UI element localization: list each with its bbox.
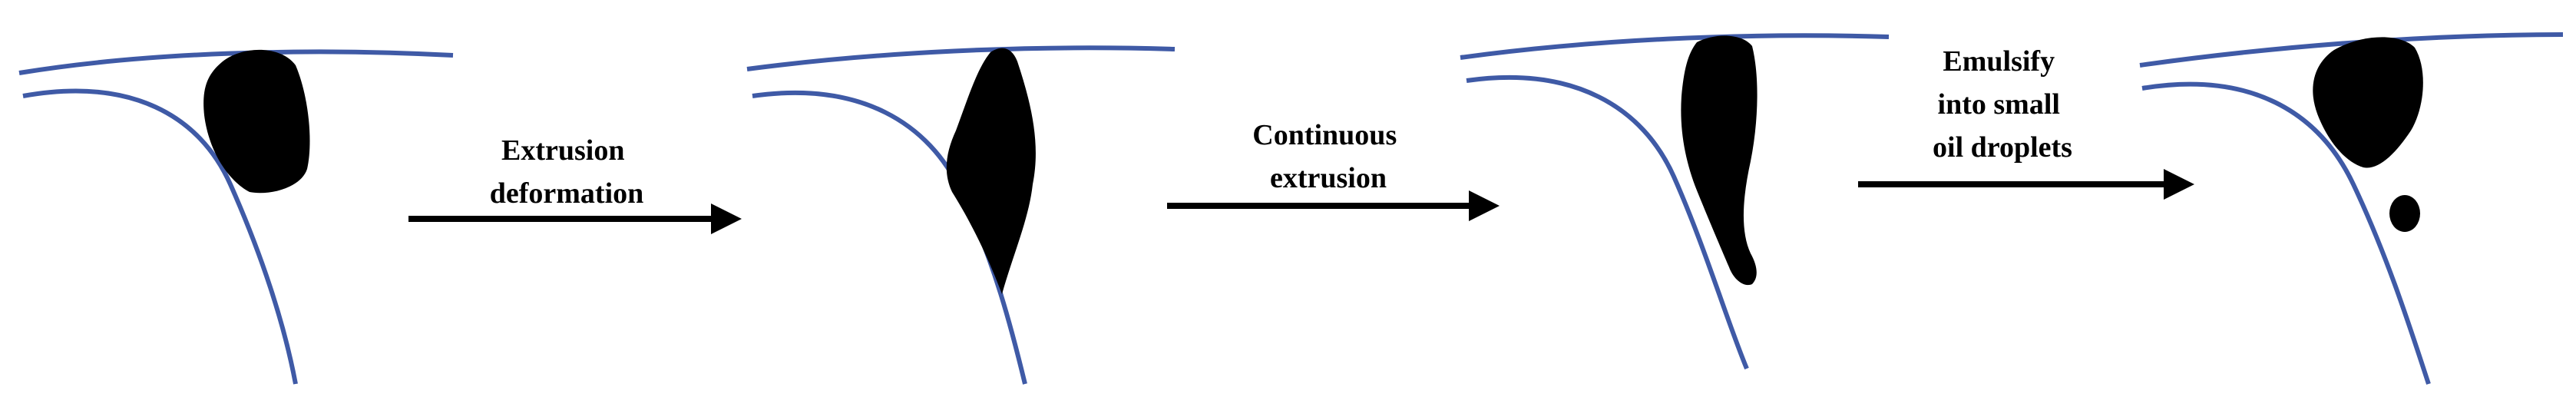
stage-panel-1 xyxy=(18,49,454,385)
step-label-3-line-3: oil droplets xyxy=(1933,131,2072,164)
upper-surface-line xyxy=(746,45,1176,71)
step-label-1-line-2: deformation xyxy=(490,177,644,210)
curved-surface-line xyxy=(22,88,298,385)
stage-panel-2 xyxy=(746,45,1176,385)
step-label-3: Emulsify into small oil droplets xyxy=(1933,45,2072,164)
upper-surface-line xyxy=(1460,33,1890,60)
step-arrow-3: Emulsify into small oil droplets xyxy=(1858,45,2194,200)
curved-surface-line xyxy=(2141,81,2431,385)
step-label-2-line-1: Continuous xyxy=(1252,119,1397,151)
step-label-2: Continuous extrusion xyxy=(1252,119,1404,194)
small-oil-droplet xyxy=(2389,195,2420,232)
step-label-3-line-2: into small xyxy=(1938,88,2060,121)
stage-panel-3 xyxy=(1460,33,1890,370)
step-label-1-line-1: Extrusion xyxy=(501,134,624,167)
step-label-1: Extrusion deformation xyxy=(490,134,644,210)
step-label-3-line-1: Emulsify xyxy=(1943,45,2055,78)
oil-droplet xyxy=(203,49,310,194)
upper-surface-line xyxy=(2139,32,2564,68)
oil-droplet xyxy=(2313,37,2423,168)
step-arrow-2: Continuous extrusion xyxy=(1167,119,1500,221)
step-arrow-1: Extrusion deformation xyxy=(408,134,742,234)
curved-surface-line xyxy=(1466,74,1749,370)
oil-droplet xyxy=(946,48,1036,295)
stage-panel-4 xyxy=(2139,32,2564,385)
upper-surface-line xyxy=(18,49,454,75)
oil-droplet xyxy=(1681,35,1758,286)
step-label-2-line-2: extrusion xyxy=(1270,162,1387,194)
